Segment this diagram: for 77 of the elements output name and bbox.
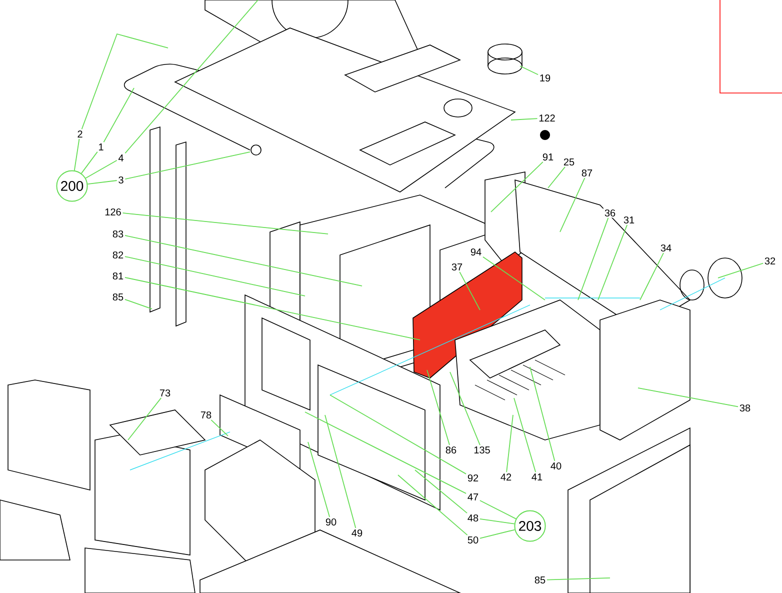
callout-number: 40 (549, 461, 563, 471)
callout-number: 32 (763, 256, 777, 266)
leader-line (480, 529, 516, 539)
leader-line (398, 474, 468, 536)
leader-line (480, 518, 515, 524)
leader-line (578, 217, 609, 300)
leader-line (598, 224, 628, 300)
callout-number: 1 (97, 142, 105, 152)
callout-number: 19 (538, 73, 552, 83)
callout-number: 90 (324, 517, 338, 527)
leader-line (324, 414, 356, 528)
leader-line (103, 88, 134, 143)
callout-number: 92 (466, 473, 480, 483)
callout-number: 81 (111, 271, 125, 281)
leader-line (482, 256, 546, 300)
callout-number: 50 (466, 535, 480, 545)
callout-number: 73 (158, 388, 172, 398)
callout-number: 38 (738, 403, 752, 413)
leader-line (124, 152, 250, 180)
leader-line (124, 277, 420, 340)
leader-line (85, 160, 118, 179)
leader-line (308, 442, 330, 518)
leader-line (718, 262, 764, 278)
leader-line (124, 235, 362, 286)
callout-number: 78 (199, 410, 213, 420)
callout-number: 82 (111, 250, 125, 260)
leader-line (87, 180, 118, 185)
callout-number: 86 (444, 445, 458, 455)
callout-number: 126 (103, 207, 123, 217)
leader-line (510, 118, 538, 120)
leader-line (128, 397, 162, 440)
leader-line (80, 151, 98, 174)
callout-number: 42 (499, 472, 513, 482)
callout-number: 25 (562, 157, 576, 167)
leader-line (640, 252, 664, 300)
callout-number: 48 (466, 513, 480, 523)
callout-number: 87 (580, 168, 594, 178)
leader-line (304, 412, 466, 494)
callout-number: 135 (472, 445, 492, 455)
callout-number: 91 (541, 152, 555, 162)
leader-line (506, 414, 514, 473)
callout-number: 4 (117, 153, 125, 163)
callout-number: 49 (350, 528, 364, 538)
leader-line (548, 166, 566, 188)
leader-line (450, 372, 480, 446)
leader-line (514, 398, 536, 473)
leader-line (74, 138, 80, 171)
leader-line (124, 299, 152, 310)
leader-line (81, 33, 168, 130)
callout-number: 36 (603, 208, 617, 218)
leader-line (638, 388, 738, 408)
callout-number: 31 (622, 215, 636, 225)
callout-number: 37 (450, 262, 464, 272)
callout-number: 34 (659, 243, 673, 253)
leader-line (426, 370, 450, 446)
leader-line (520, 66, 538, 76)
callout-number: 2 (76, 129, 84, 139)
leader-line (414, 470, 468, 514)
callout-number: 83 (111, 229, 125, 239)
callout-number: 85 (111, 292, 125, 302)
leader-line (560, 177, 586, 232)
callout-number: 94 (469, 247, 483, 257)
callout-number: 3 (117, 175, 125, 185)
callout-number: 85 (533, 575, 547, 585)
leader-line (546, 578, 610, 580)
leader-line (490, 161, 544, 212)
leader-line (459, 271, 480, 310)
leader-line (330, 394, 466, 474)
leader-line (122, 212, 328, 234)
leader-line (480, 500, 516, 520)
leader-line (530, 366, 556, 462)
callout-number: 122 (537, 113, 557, 123)
leader-line (124, 256, 306, 296)
callout-number: 41 (530, 472, 544, 482)
leader-line (124, 0, 258, 154)
leader-line (210, 419, 228, 436)
callout-number: 47 (466, 492, 480, 502)
